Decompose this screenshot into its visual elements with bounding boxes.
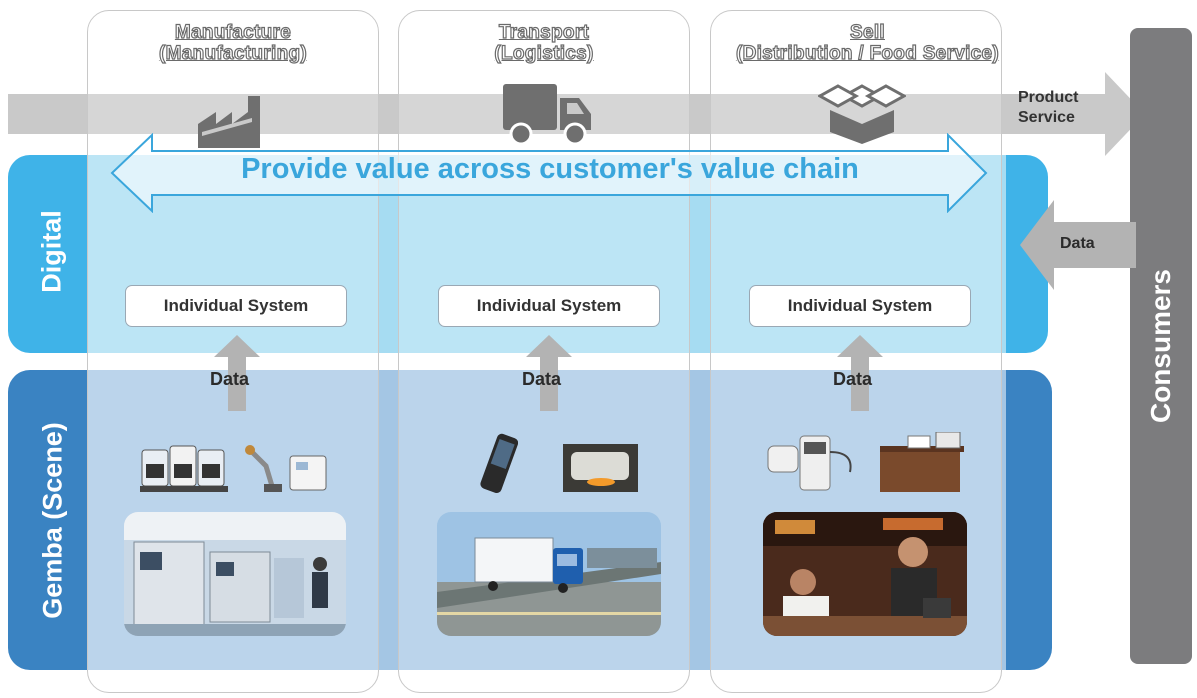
truck-photo <box>437 512 661 636</box>
consumers-bar <box>1130 28 1192 664</box>
manufacture-title-line2: (Manufacturing) <box>158 42 308 64</box>
system-box-sell: Individual System <box>749 285 971 327</box>
gemba-row-label: Gemba (Scene) <box>37 422 68 619</box>
transport-title-line2: (Logistics) <box>494 42 594 64</box>
transport-title: Transport (Logistics) <box>398 21 690 64</box>
value-chain-arrow <box>110 133 988 213</box>
consumers-label: Consumers <box>1145 268 1176 424</box>
consumer-data-label: Data <box>1060 235 1095 252</box>
data-up-arrow-manufacture <box>214 335 260 411</box>
truck-icon <box>503 84 591 146</box>
sell-title-line2: (Distribution / Food Service) <box>735 42 1000 64</box>
data-up-arrow-sell <box>837 335 883 411</box>
data-up-arrow-transport <box>526 335 572 411</box>
box-icon <box>818 84 906 144</box>
service-label: Service <box>1018 109 1075 126</box>
sell-title-line1: Sell <box>849 21 885 43</box>
mounting-machine-icon <box>140 445 228 492</box>
data-label-transport: Data <box>522 369 562 389</box>
store-photo <box>763 512 967 636</box>
factory-photo <box>124 512 346 636</box>
sell-title: Sell (Distribution / Food Service) <box>690 21 1045 64</box>
payment-terminal-icon <box>767 435 852 491</box>
data-label-manufacture: Data <box>210 369 250 389</box>
product-service-label: Product Service <box>1018 88 1078 128</box>
manufacture-title-line1: Manufacture <box>174 21 292 43</box>
factory-icon <box>198 96 260 148</box>
manufacture-title: Manufacture (Manufacturing) <box>87 21 379 64</box>
value-chain-text: Provide value across customer's value ch… <box>241 153 859 185</box>
scanner-device-icon <box>563 444 638 492</box>
handheld-terminal-icon <box>480 433 518 494</box>
digital-row-label: Digital <box>36 210 67 293</box>
system-box-manufacture: Individual System <box>125 285 347 327</box>
transport-title-line1: Transport <box>498 21 590 43</box>
data-label-sell: Data <box>833 369 873 389</box>
pos-counter-icon <box>880 432 964 492</box>
robot-arm-icon <box>245 445 327 492</box>
consumer-data-arrow <box>1020 200 1136 290</box>
product-label: Product <box>1018 89 1079 106</box>
system-box-transport: Individual System <box>438 285 660 327</box>
